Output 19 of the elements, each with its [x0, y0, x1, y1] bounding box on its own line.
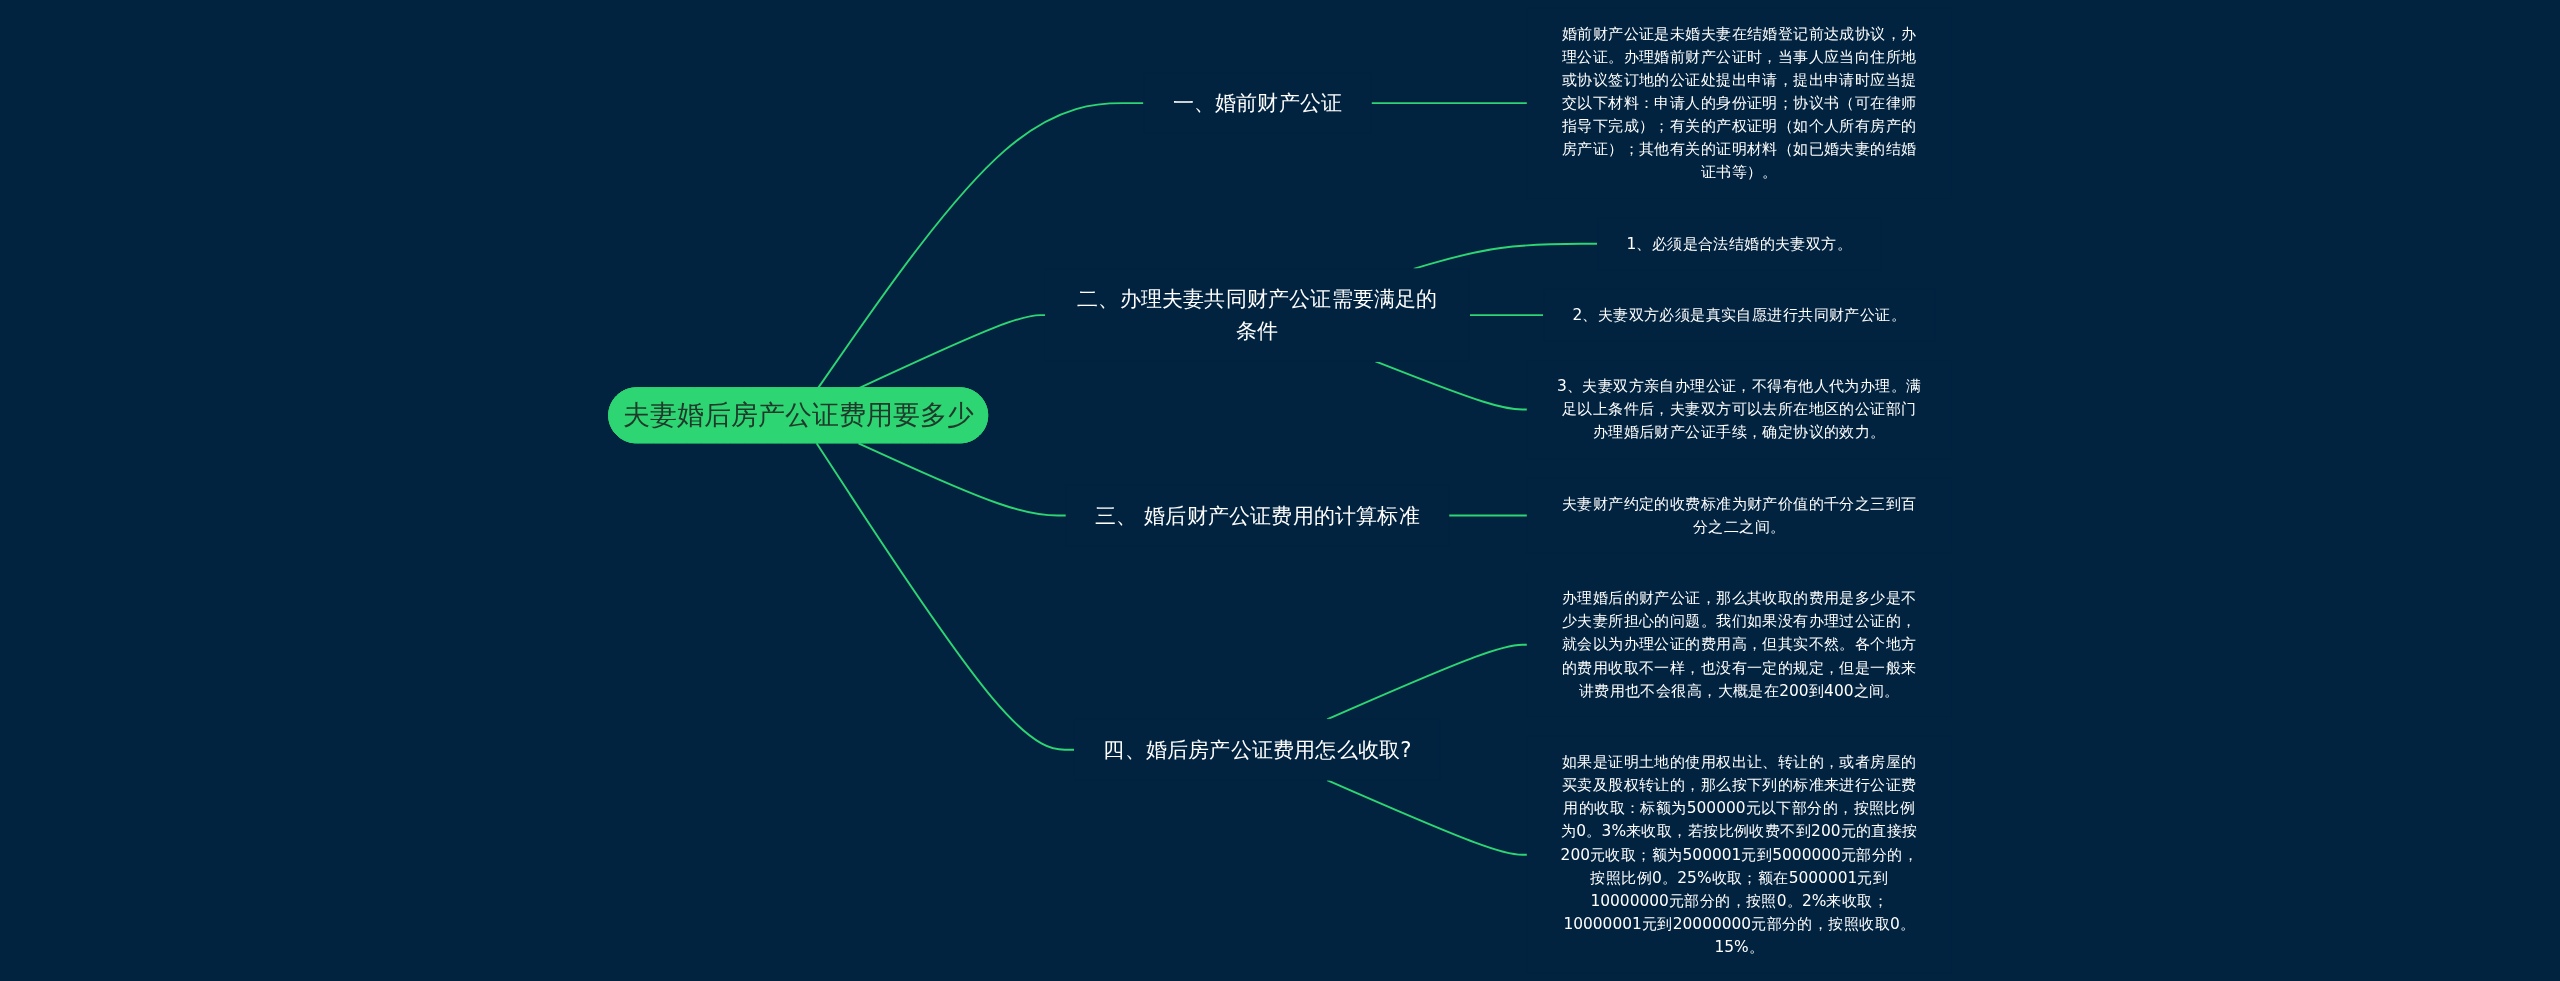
node-text: 三、 婚后财产公证费用的计算标准 — [1095, 503, 1420, 528]
connector — [1468, 314, 1545, 317]
node-text: 二、办理夫妻共同财产公证需要满足的条件 — [1077, 287, 1438, 344]
node-text: 2、夫妻双方必须是真实自愿进行共同财产公证。 — [1572, 305, 1907, 324]
connector — [1326, 779, 1529, 856]
node-text: 1、必须是合法结婚的夫妻双方。 — [1626, 234, 1853, 253]
node-text: 婚前财产公证是未婚夫妻在结婚登记前达成协议，办理公证。办理婚前财产公证时，当事人应当向住所地或协议签订地的公证处提出申请，提出申请时应当提交以下材料：申请人的身份证明；协议书（可在律师指导下完成）；有关的产权证明（如个人所有房产的房产证）；其他有关的证明材料（如已婚夫妻的结婚证书等）。 — [1561, 24, 1917, 182]
node-text: 3、夫妻双方亲自办理公证，不得有他人代为办理。满足以上条件后，夫妻双方可以去所在地区的公证部门办理婚后财产公证手续，确定协议的效力。 — [1557, 376, 1922, 442]
connector — [1326, 643, 1529, 721]
node-text: 如果是证明土地的使用权出让、转让的，或者房屋的买卖及股权转让的，那么按下列的标准来进行公证费用的收取：标额为500000元以下部分的，按照比例为0。3%来收取，若按比例收费不到200元的直接按200元收取；额为500001元到5000000元部分的，按照比例0。25%收取；额在5000001元到10000000元部分的，按照0。2%来收取；10000001元到20000000元部分的，按照收取0。15%。 — [1560, 752, 1918, 956]
node-text: 办理婚后的财产公证，那么其收取的费用是多少是不少夫妻所担心的问题。我们如果没有办理过公证的，就会以为办理公证的费用高，但其实不然。各个地方的费用收取不一样，也没有一定的规定，但是一般来讲费用也不会很高，大概是在200到400之间。 — [1561, 588, 1917, 700]
connector — [815, 442, 1076, 751]
node-text: 一、婚前财产公证 — [1172, 91, 1343, 116]
connector — [1370, 102, 1529, 105]
node-text: 四、婚后房产公证费用怎么收取? — [1103, 737, 1412, 762]
connector — [1447, 514, 1529, 517]
connector — [1374, 360, 1529, 411]
node-text: 夫妻财产约定的收费标准为财产价值的千分之三到百分之二之间。 — [1561, 494, 1917, 536]
connector — [857, 442, 1068, 517]
